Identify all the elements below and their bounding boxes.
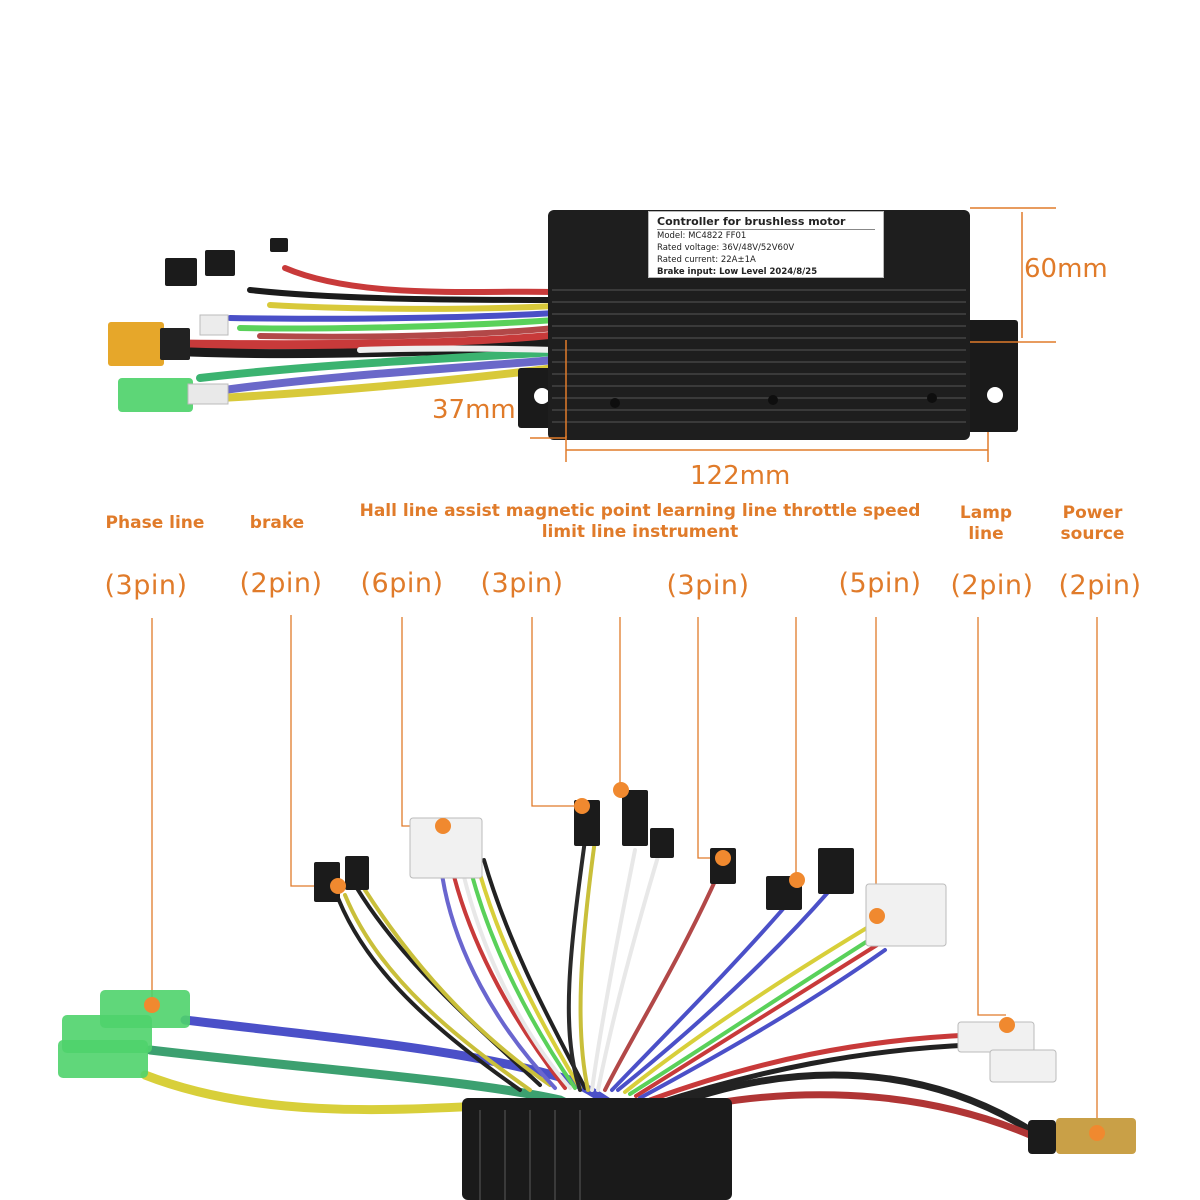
sticker-model: Model: MC4822 FF01 — [657, 231, 747, 241]
pin-count-assist: (3pin) — [480, 568, 564, 599]
sticker-brake-input: Brake input: Low Level 2024/8/25 — [657, 267, 818, 277]
pin-count-throttle: (3pin) — [666, 570, 750, 601]
pin-count-brake: (2pin) — [239, 568, 323, 599]
xt60-connector-icon — [108, 322, 164, 366]
learning-connector-icon — [622, 790, 648, 846]
pin-count-power: (2pin) — [1058, 570, 1142, 601]
sticker-rated-voltage: Rated voltage: 36V/48V/52V60V — [657, 243, 795, 253]
phase-terminal-icon — [58, 1040, 148, 1078]
dimension-height: 60mm — [1024, 254, 1108, 284]
pin-count-lamp: (2pin) — [950, 570, 1034, 601]
label-brake: brake — [249, 513, 305, 533]
lamp-connector-icon — [957, 1021, 1035, 1053]
sticker-rated-current: Rated current: 22A±1A — [657, 255, 756, 265]
label-phase-line: Phase line — [105, 513, 205, 533]
instrument-connector-icon — [865, 883, 947, 947]
controller-wiring-view — [58, 782, 1136, 1200]
brake-connector-icon — [345, 856, 369, 890]
dimension-length: 122mm — [690, 461, 791, 491]
bottom-connectors — [58, 790, 1136, 1200]
marker-dots — [144, 782, 1105, 1141]
dimension-depth: 37mm — [432, 395, 516, 425]
pin-count-instrument: (5pin) — [838, 568, 922, 599]
label-lamp-line: Lamp line — [959, 503, 1013, 544]
controller-body-bottom — [462, 1098, 732, 1200]
label-hall-group: Hall line assist magnetic point learning… — [359, 501, 921, 542]
top-connectors — [108, 238, 288, 412]
dimension-lines — [530, 207, 1056, 462]
sticker-title: Controller for brushless motor — [657, 215, 875, 230]
phase-terminal-icon — [118, 378, 193, 412]
pin-count-phase: (3pin) — [104, 570, 188, 601]
pin-count-hall: (6pin) — [360, 568, 444, 599]
top-wire-bundle — [175, 265, 560, 402]
hall-connector-icon — [409, 817, 483, 879]
controller-top-view — [108, 207, 1056, 462]
controller-label-sticker: Controller for brushless motor Model: MC… — [648, 211, 884, 278]
label-power-source: Power source — [1060, 503, 1125, 544]
